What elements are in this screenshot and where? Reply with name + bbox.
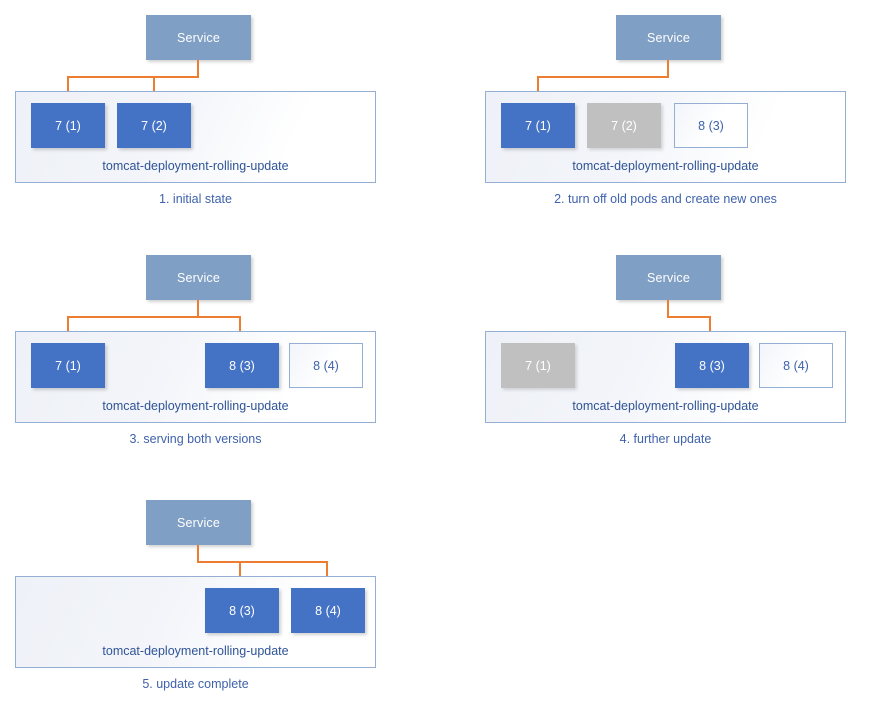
pod-label: 7 (1) bbox=[525, 358, 551, 373]
pod-8-3-pending[interactable]: 8 (3) bbox=[674, 103, 748, 148]
pod-label: 8 (4) bbox=[315, 603, 341, 618]
panel-further-update: Service tomcat-deployment-rolling-update… bbox=[435, 240, 870, 470]
pod-label: 7 (1) bbox=[55, 358, 81, 373]
pod-8-3[interactable]: 8 (3) bbox=[675, 343, 749, 388]
panel-serving-both-versions: Service tomcat-deployment-rolling-update… bbox=[0, 240, 435, 470]
pod-label: 7 (1) bbox=[55, 118, 81, 133]
panel-caption: 4. further update bbox=[619, 432, 712, 446]
pod-label: 8 (3) bbox=[698, 118, 724, 133]
service-box[interactable]: Service bbox=[616, 15, 721, 60]
pod-label: 7 (2) bbox=[141, 118, 167, 133]
deployment-label: tomcat-deployment-rolling-update bbox=[102, 644, 289, 658]
pod-label: 8 (3) bbox=[699, 358, 725, 373]
deployment-label: tomcat-deployment-rolling-update bbox=[102, 399, 289, 413]
service-label: Service bbox=[176, 30, 221, 45]
service-box[interactable]: Service bbox=[146, 15, 251, 60]
pod-7-2-terminating[interactable]: 7 (2) bbox=[587, 103, 661, 148]
panel-caption: 3. serving both versions bbox=[129, 432, 262, 446]
pod-8-4[interactable]: 8 (4) bbox=[291, 588, 365, 633]
pod-label: 7 (1) bbox=[525, 118, 551, 133]
service-box[interactable]: Service bbox=[146, 255, 251, 300]
pod-7-2[interactable]: 7 (2) bbox=[117, 103, 191, 148]
panel-update-complete: Service tomcat-deployment-rolling-update… bbox=[0, 485, 435, 715]
deployment-label: tomcat-deployment-rolling-update bbox=[102, 159, 289, 173]
pod-8-4-pending[interactable]: 8 (4) bbox=[289, 343, 363, 388]
panel-turn-off-old-pods: Service tomcat-deployment-rolling-update… bbox=[435, 0, 870, 230]
service-label: Service bbox=[646, 270, 691, 285]
pod-label: 8 (4) bbox=[783, 358, 809, 373]
pod-label: 8 (3) bbox=[229, 603, 255, 618]
pod-label: 8 (4) bbox=[313, 358, 339, 373]
pod-label: 8 (3) bbox=[229, 358, 255, 373]
service-label: Service bbox=[646, 30, 691, 45]
service-label: Service bbox=[176, 515, 221, 530]
panel-caption: 1. initial state bbox=[159, 192, 232, 206]
panel-caption: 5. update complete bbox=[142, 677, 249, 691]
service-label: Service bbox=[176, 270, 221, 285]
deployment-label: tomcat-deployment-rolling-update bbox=[572, 399, 759, 413]
service-box[interactable]: Service bbox=[616, 255, 721, 300]
panel-initial-state: Service tomcat-deployment-rolling-update… bbox=[0, 0, 435, 230]
deployment-label: tomcat-deployment-rolling-update bbox=[572, 159, 759, 173]
pod-label: 7 (2) bbox=[611, 118, 637, 133]
pod-7-1[interactable]: 7 (1) bbox=[501, 103, 575, 148]
pod-8-3[interactable]: 8 (3) bbox=[205, 588, 279, 633]
pod-8-4-pending[interactable]: 8 (4) bbox=[759, 343, 833, 388]
panel-caption: 2. turn off old pods and create new ones bbox=[554, 192, 777, 206]
pod-7-1-terminating[interactable]: 7 (1) bbox=[501, 343, 575, 388]
service-box[interactable]: Service bbox=[146, 500, 251, 545]
pod-8-3[interactable]: 8 (3) bbox=[205, 343, 279, 388]
pod-7-1[interactable]: 7 (1) bbox=[31, 103, 105, 148]
pod-7-1[interactable]: 7 (1) bbox=[31, 343, 105, 388]
